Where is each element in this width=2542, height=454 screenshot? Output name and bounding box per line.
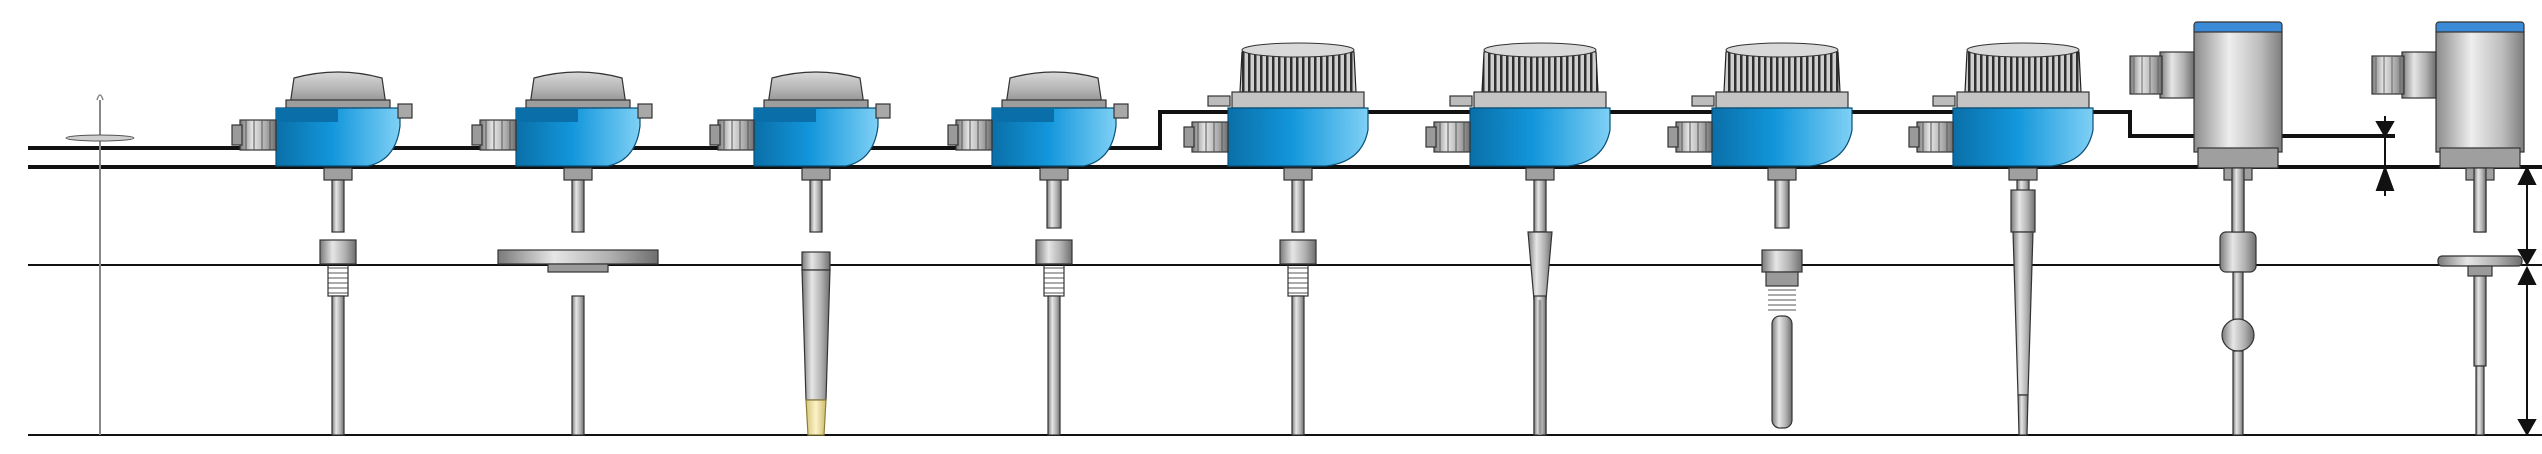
thermometer-9 [1908,42,2094,436]
thermometer-11 [2371,21,2525,436]
dimension-arrows [2375,116,2537,437]
thermometer-7 [1425,42,1611,436]
thermometer-2 [231,71,413,436]
dimension-arrow-immersion [2517,265,2537,437]
thermometer-8 [1667,42,1853,429]
thermometer-4 [709,71,891,436]
instrument-row [65,21,2525,436]
dimension-arrow-extension [2517,165,2537,267]
thermometer-10 [2129,21,2283,436]
thermometer-3 [471,71,659,436]
thermometer-5 [947,71,1129,436]
dimension-arrow-neck [2375,116,2395,196]
thermometer-1 [65,94,135,435]
thermometer-6 [1183,42,1369,436]
